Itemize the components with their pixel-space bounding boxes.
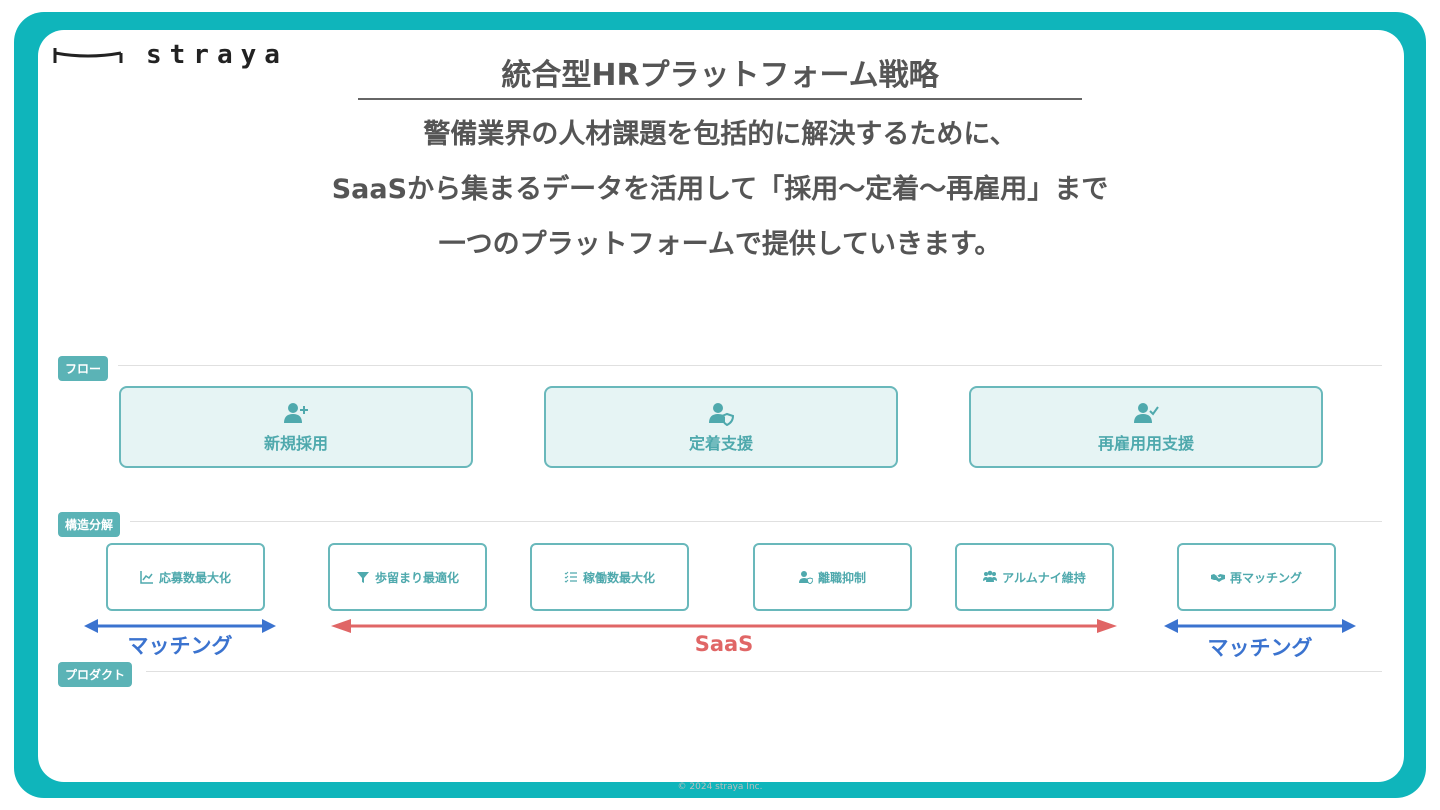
flow-label-recruit: 新規採用 — [263, 434, 328, 453]
flow-box-rehire: 再雇用用支援 — [969, 386, 1323, 468]
brand-name: straya — [146, 40, 288, 70]
user-shield-icon — [709, 403, 734, 426]
structure-label-utilization: 稼働数最大化 — [582, 570, 655, 585]
user-shield-icon — [798, 571, 813, 584]
page-title: 統合型HRプラットフォーム戦略 — [358, 50, 1082, 100]
structure-label-applications: 応募数最大化 — [158, 570, 231, 585]
logo-mark-icon — [53, 48, 123, 63]
structure-box-alumni: アルムナイ維持 — [955, 543, 1114, 611]
filter-icon — [356, 572, 369, 583]
structure-box-yield: 歩留まり最適化 — [328, 543, 487, 611]
flow-label-rehire: 再雇用用支援 — [1097, 434, 1194, 453]
arrow-saas — [331, 619, 1117, 633]
product-label-matching-right: マッチング — [1207, 636, 1313, 660]
structure-box-attrition: 離職抑制 — [753, 543, 912, 611]
section-divider-structure — [130, 521, 1382, 522]
copyright-footer: © 2024 straya Inc. — [677, 782, 763, 792]
section-label-structure: 構造分解 — [58, 512, 121, 537]
product-label-saas: SaaS — [694, 632, 754, 656]
structure-box-utilization: 稼働数最大化 — [530, 543, 689, 611]
section-divider-flow — [118, 365, 1382, 366]
structure-label-rematch: 再マッチング — [1229, 570, 1302, 585]
structure-label-attrition: 離職抑制 — [817, 570, 866, 585]
structure-box-rematch: 再マッチング — [1177, 543, 1336, 611]
arrow-matching-right — [1164, 619, 1356, 633]
structure-box-applications: 応募数最大化 — [106, 543, 265, 611]
user-check-icon — [1134, 403, 1159, 423]
structure-label-yield: 歩留まり最適化 — [374, 570, 459, 585]
handshake-icon — [1210, 574, 1225, 582]
subtitle-line-3: 一つのプラットフォームで提供していきます。 — [438, 229, 1002, 260]
section-label-flow: フロー — [58, 356, 109, 381]
brand-logo: straya — [52, 40, 288, 70]
list-check-icon — [564, 571, 577, 583]
chart-line-icon — [140, 571, 153, 584]
flow-box-retention: 定着支援 — [544, 386, 898, 468]
user-plus-icon — [284, 403, 308, 423]
product-label-matching-left: マッチング — [127, 634, 233, 658]
arrow-matching-left — [84, 619, 276, 633]
users-icon — [983, 570, 998, 582]
structure-label-alumni: アルムナイ維持 — [1002, 570, 1086, 585]
flow-box-recruit: 新規採用 — [119, 386, 473, 468]
section-divider-product — [146, 671, 1382, 672]
section-label-product: プロダクト — [58, 662, 133, 687]
subtitle-line-1: 警備業界の人材課題を包括的に解決するために、 — [423, 119, 1017, 150]
flow-label-retention: 定着支援 — [688, 434, 753, 453]
subtitle-line-2: SaaSから集まるデータを活用して「採用〜定着〜再雇用」まで — [331, 174, 1109, 205]
